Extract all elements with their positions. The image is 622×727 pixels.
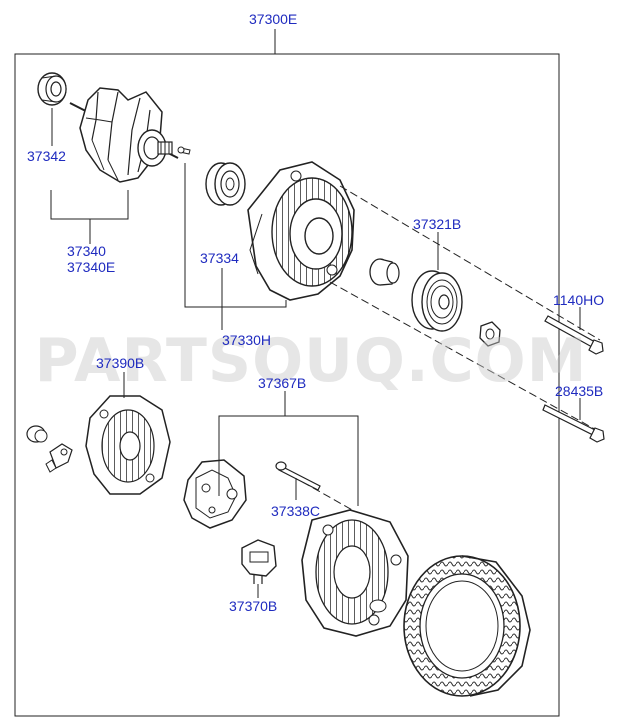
label-brush-holder[interactable]: 37370B — [229, 598, 278, 614]
rotor-part[interactable] — [69, 87, 179, 183]
stator-part[interactable] — [403, 555, 531, 697]
housing-front-part[interactable] — [247, 161, 355, 301]
label-rotor-a[interactable]: 37340 — [67, 243, 106, 259]
label-regulator[interactable]: 37367B — [258, 375, 307, 391]
label-bearing-front[interactable]: 37342 — [27, 148, 66, 164]
label-bolt-through[interactable]: 28435B — [555, 383, 604, 399]
collar-part[interactable] — [369, 258, 400, 286]
terminal-cap-part[interactable] — [26, 425, 48, 443]
label-rotor-b[interactable]: 37340E — [67, 259, 116, 275]
bearing-rear-part[interactable] — [205, 162, 246, 206]
brush-holder-part[interactable] — [241, 539, 277, 584]
axis-upper — [339, 185, 601, 341]
assembly-frame — [14, 53, 560, 717]
rotor-leader — [50, 190, 129, 220]
terminal-part[interactable] — [45, 443, 73, 473]
label-screw[interactable]: 37338C — [271, 503, 321, 519]
axis-lower — [329, 281, 601, 433]
bolt-long-part[interactable] — [544, 315, 604, 355]
label-assembly[interactable]: 37300E — [249, 11, 298, 27]
regulator-part[interactable] — [183, 459, 247, 529]
screw-part[interactable] — [275, 461, 321, 491]
housing-rear-part[interactable] — [301, 509, 409, 637]
nut-part[interactable] — [479, 321, 501, 347]
label-bearing-rear[interactable]: 37334 — [200, 250, 239, 266]
small-pin-part[interactable] — [177, 146, 191, 155]
label-pulley-collar[interactable]: 37321B — [413, 216, 462, 232]
pulley-part[interactable] — [411, 270, 463, 332]
label-housing-front[interactable]: 37330H — [222, 332, 272, 348]
rear-cover-part[interactable] — [85, 395, 171, 495]
bearing-front-part[interactable] — [37, 72, 67, 106]
bolt-through-part[interactable] — [542, 404, 605, 443]
housing-front-leader — [184, 163, 287, 308]
label-rear-cover[interactable]: 37390B — [96, 355, 145, 371]
regulator-leader — [218, 415, 359, 506]
label-bolt-long[interactable]: 1140HO — [553, 292, 605, 308]
